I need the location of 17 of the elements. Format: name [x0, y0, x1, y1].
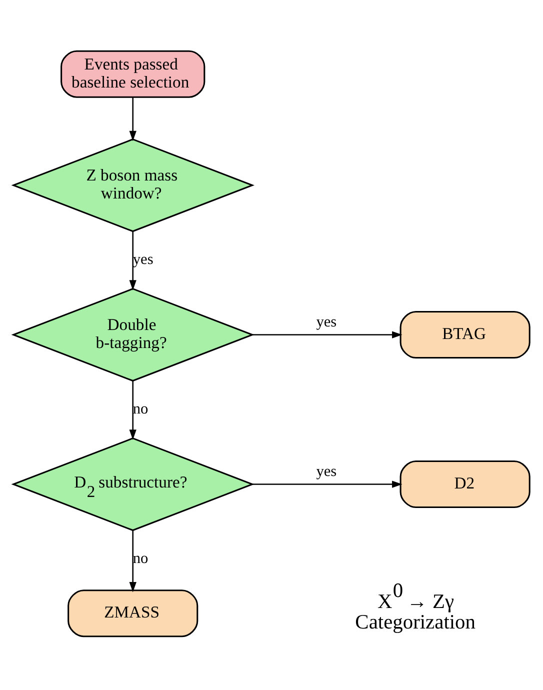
arrow	[252, 480, 402, 488]
edge-label: yes	[316, 314, 337, 331]
node-diamond: Double b-tagging?	[11, 288, 254, 382]
arrow	[129, 97, 136, 142]
node-box: ZMASS	[68, 590, 198, 638]
node-box: D2	[400, 460, 530, 508]
node-box: Events passed baseline selection	[60, 50, 206, 98]
edge-label: yes	[132, 250, 154, 268]
arrow	[129, 380, 136, 440]
edge-label: no	[132, 400, 148, 418]
edge-label: no	[132, 550, 148, 567]
arrow	[129, 530, 136, 592]
arrow	[129, 231, 136, 290]
edge-label: yes	[316, 463, 337, 480]
arrow	[252, 331, 402, 338]
node-diamond: Z boson mass window?	[11, 138, 254, 232]
node-box: BTAG	[400, 311, 530, 359]
